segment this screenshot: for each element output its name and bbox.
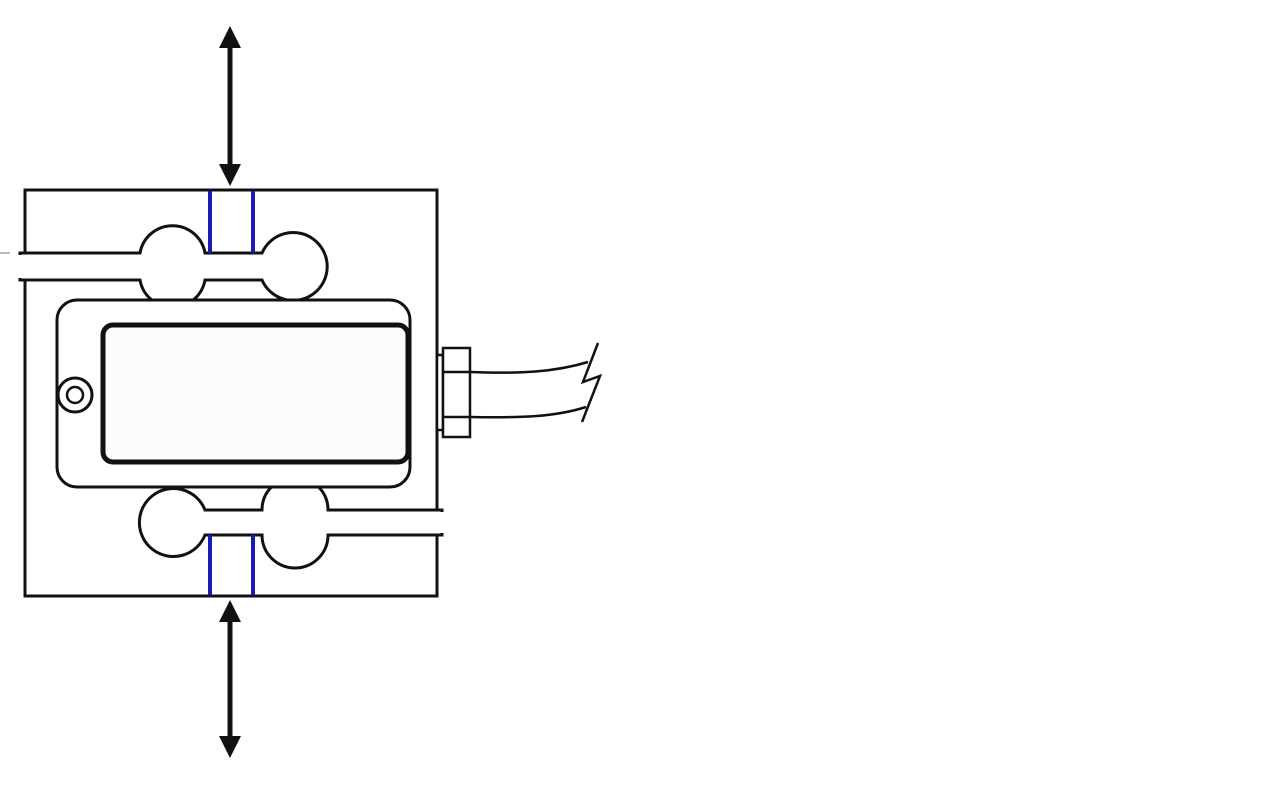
load-arrow-top — [219, 26, 241, 186]
arrow-head-up — [219, 600, 241, 622]
inner-cavity — [100, 322, 411, 465]
cable — [469, 342, 603, 423]
arrow-head-up — [219, 26, 241, 48]
strain-gauges-bottom — [208, 535, 255, 595]
arrow-head-down — [219, 736, 241, 758]
mounting-bolt-icon — [56, 376, 94, 414]
load-arrow-bottom — [219, 600, 241, 758]
arrow-head-down — [219, 164, 241, 186]
strain-gauges-top — [208, 191, 255, 253]
cable-connector — [435, 346, 472, 439]
